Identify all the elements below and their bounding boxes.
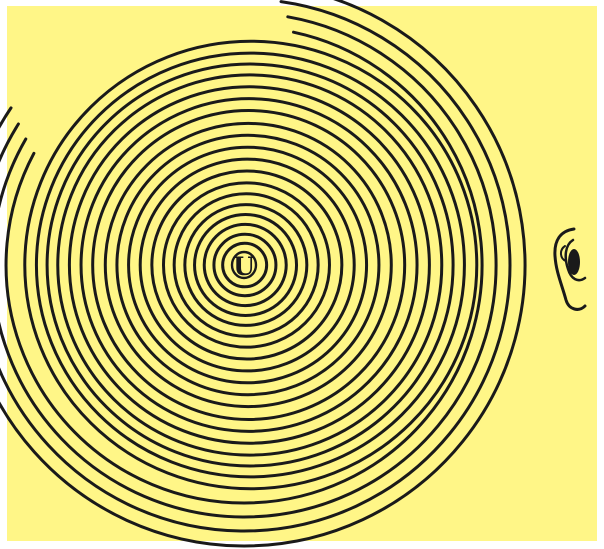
sound-source-icon: U <box>232 252 256 281</box>
sound-source-glyph: U <box>233 252 255 281</box>
